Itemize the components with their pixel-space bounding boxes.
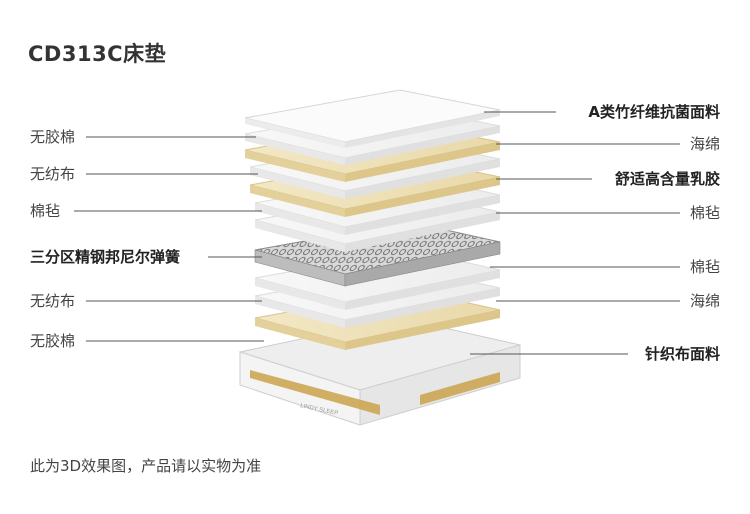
frame-edge-gold-right [420,372,500,405]
label-right-0: A类竹纤维抗菌面料 [588,103,720,121]
layer-stack [244,89,501,350]
label-right-1: 海绵 [689,135,720,153]
label-left-2: 棉毡 [30,202,61,220]
label-right-4: 棉毡 [689,258,720,276]
label-left-4: 无纺布 [30,292,76,310]
layer-spring-unit [254,221,501,287]
label-left-1: 无纺布 [30,165,76,183]
base-frame: LINDY SLEEP [238,317,521,426]
disclaimer-note: 此为3D效果图，产品请以实物为准 [30,457,262,475]
label-right-5: 海绵 [689,292,720,310]
frame-edge-gold-left [250,370,380,415]
label-left-5: 无胶棉 [30,332,76,350]
leader-lines [74,111,680,355]
label-left-3: 三分区精钢邦尼尔弹簧 [30,248,181,266]
label-right-3: 棉毡 [689,204,720,222]
label-right-2: 舒适高含量乳胶 [614,170,720,188]
layer-top-fabric [244,89,501,148]
label-right-6: 针织布面料 [644,345,720,363]
label-left-0: 无胶棉 [30,128,76,146]
page-title: CD313C床垫 [28,42,167,66]
